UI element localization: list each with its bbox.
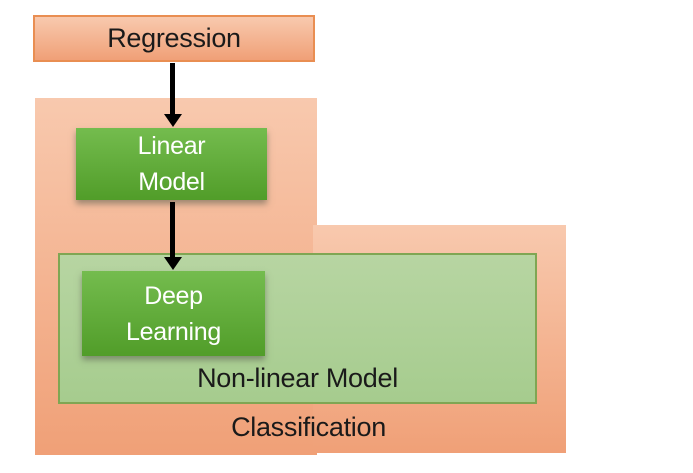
- arrow-regression-to-linear-head: [164, 114, 182, 127]
- nonlinear-model-label: Non-linear Model: [197, 363, 398, 393]
- deep-learning-node: Deep Learning: [82, 271, 265, 356]
- classification-label: Classification: [231, 412, 386, 442]
- linear-model-label-line1: Linear: [137, 132, 206, 160]
- regression-node: Regression: [33, 15, 315, 62]
- arrow-linear-to-deep-stem: [170, 202, 175, 257]
- arrow-linear-to-deep-head: [164, 257, 182, 270]
- linear-model-label-line2: Model: [138, 168, 205, 196]
- deep-learning-label-line1: Deep: [144, 281, 203, 310]
- regression-node-label: Regression: [107, 23, 241, 53]
- arrow-regression-to-linear-stem: [170, 63, 175, 114]
- linear-model-node: Linear Model: [76, 128, 267, 200]
- deep-learning-label-line2: Learning: [126, 317, 221, 346]
